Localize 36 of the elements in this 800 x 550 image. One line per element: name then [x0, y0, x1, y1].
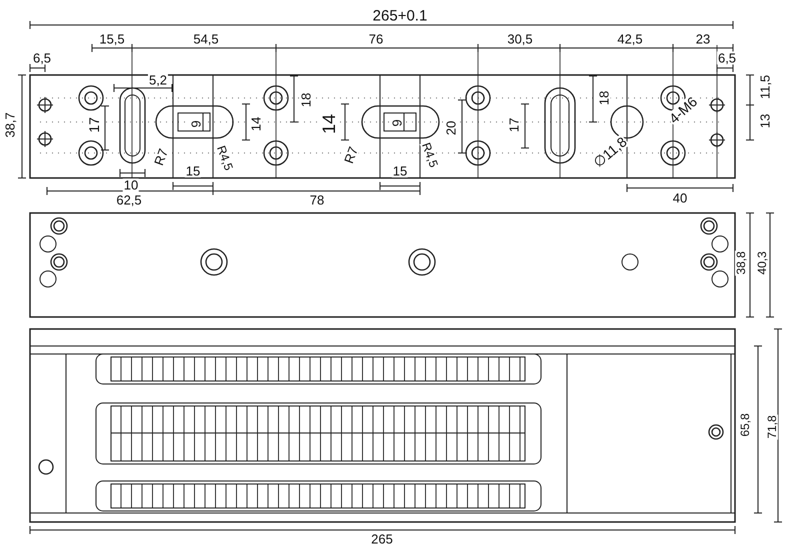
dimension-label: 30,5 [506, 32, 534, 46]
dimension-label: 10 [122, 178, 140, 192]
dimension-label: 40,3 [756, 250, 768, 276]
dimension-label: 265+0.1 [372, 8, 428, 24]
dimension-label: 23 [694, 32, 712, 46]
dimension-label: 42,5 [616, 32, 644, 46]
dimension-label: 62,5 [115, 194, 143, 206]
dimension-label: 6,5 [32, 52, 52, 64]
dimension-label: 14 [250, 116, 262, 132]
dimension-label: 18 [598, 90, 610, 106]
dimension-label: 17 [87, 116, 101, 134]
dimension-label: 54,5 [192, 32, 220, 46]
dimension-label: 40 [672, 192, 688, 204]
dimension-label: 20 [444, 120, 458, 136]
dimension-label: 38,8 [735, 250, 747, 276]
dimension-label: 15,5 [98, 32, 126, 46]
dimension-label: 71,8 [766, 414, 778, 440]
dimension-label: 13 [758, 112, 772, 130]
dimension-label: 15 [392, 164, 408, 178]
dimension-label: 76 [368, 32, 384, 46]
dimension-label: 9 [390, 118, 404, 128]
dimension-label: R7 [342, 144, 360, 166]
dimension-label: 9 [190, 119, 202, 129]
dimension-label: 14 [320, 112, 338, 136]
dimension-label: 11,5 [758, 74, 772, 100]
dimension-label: R4,5 [420, 140, 440, 170]
dimension-label: 18 [300, 92, 312, 108]
dimension-label: 15 [184, 164, 202, 178]
dimension-label: 65,8 [739, 412, 751, 438]
dimension-label: 78 [308, 194, 326, 206]
dimension-label: 5,2 [148, 74, 168, 86]
dimension-label: 6,5 [716, 52, 738, 64]
dimension-label: 17 [508, 116, 520, 134]
dimension-label: R4,5 [214, 143, 236, 173]
dimension-label: 38,7 [4, 111, 16, 139]
dimension-label: 265 [370, 532, 394, 546]
